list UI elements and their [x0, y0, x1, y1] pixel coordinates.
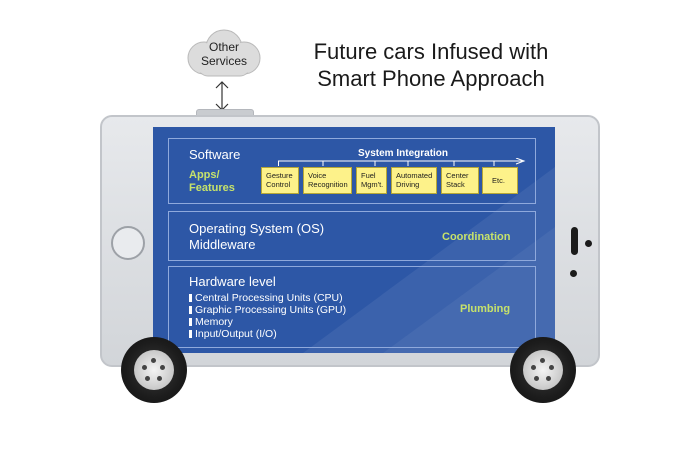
lug-nut: [160, 365, 165, 370]
software-label: Software: [189, 147, 241, 162]
diagram-title: Future cars Infused with Smart Phone App…: [296, 38, 566, 92]
module-line-1: Fuel: [361, 171, 376, 180]
sensor-dot: [570, 270, 577, 277]
lug-nut: [540, 358, 545, 363]
module-line-1: Etc.: [492, 176, 505, 185]
title-line-1: Future cars Infused with: [313, 39, 549, 64]
wheel-hub: [523, 350, 563, 390]
hardware-label: Hardware level: [189, 274, 276, 289]
os-layer: [168, 211, 536, 261]
module-automated-driving: Automated Driving: [391, 167, 437, 194]
cloud-label-line-2: Services: [200, 54, 247, 68]
wheel-hub: [134, 350, 174, 390]
hardware-item-cpu: Central Processing Units (CPU): [189, 292, 343, 304]
module-line-2: Mgm't.: [361, 180, 384, 189]
module-line-1: Center: [446, 171, 469, 180]
module-line-2: Stack: [446, 180, 465, 189]
double-arrow-icon: [215, 81, 229, 111]
hardware-layer: [168, 266, 536, 348]
module-line-2: Recognition: [308, 180, 348, 189]
cloud-label: Other Services: [180, 40, 268, 68]
hardware-item-io: Input/Output (I/O): [189, 328, 277, 340]
hardware-item-memory: Memory: [189, 316, 233, 328]
lug-nut: [151, 358, 156, 363]
speaker-slot: [571, 227, 578, 255]
lug-nut: [142, 365, 147, 370]
module-line-2: Control: [266, 180, 291, 189]
hardware-item-gpu: Graphic Processing Units (GPU): [189, 304, 346, 316]
os-label: Operating System (OS): [189, 221, 325, 236]
home-button: [111, 226, 145, 260]
module-line-1: Gesture: [266, 171, 293, 180]
cloud-label-line-1: Other: [208, 40, 239, 54]
left-wheel: [121, 337, 187, 403]
lug-nut: [145, 376, 150, 381]
module-etc: Etc.: [482, 167, 518, 194]
system-integration-arrow: [278, 158, 526, 166]
apps-label-2: Features: [189, 182, 235, 194]
module-center-stack: Center Stack: [441, 167, 479, 194]
apps-label-1: Apps/: [189, 169, 220, 181]
system-integration-label: System Integration: [358, 148, 449, 159]
lug-nut: [534, 376, 539, 381]
module-voice-recognition: Voice Recognition: [303, 167, 352, 194]
cloud-icon: [187, 29, 261, 77]
module-fuel-mgmt: Fuel Mgm't.: [356, 167, 387, 194]
right-wheel: [510, 337, 576, 403]
camera-dot: [585, 240, 592, 247]
plumbing-label: Plumbing: [460, 303, 511, 315]
module-line-1: Automated: [396, 171, 433, 180]
middleware-label: Middleware: [189, 237, 256, 252]
lug-nut: [531, 365, 536, 370]
software-layer: [168, 138, 536, 204]
module-line-1: Voice: [308, 171, 327, 180]
lug-nut: [546, 376, 551, 381]
coordination-label: Coordination: [442, 231, 511, 243]
lug-nut: [157, 376, 162, 381]
module-line-2: Driving: [396, 180, 420, 189]
title-line-2: Smart Phone Approach: [317, 66, 545, 91]
lug-nut: [549, 365, 554, 370]
module-gesture-control: Gesture Control: [261, 167, 299, 194]
